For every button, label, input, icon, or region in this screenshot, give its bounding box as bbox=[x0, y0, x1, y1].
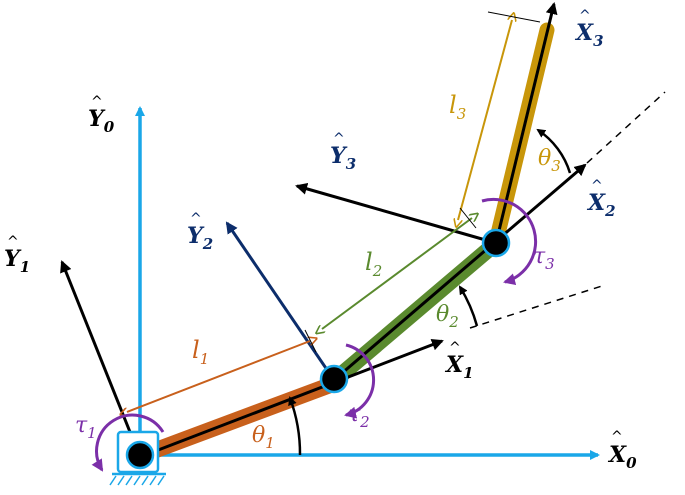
y2-label: Y2 bbox=[187, 223, 213, 253]
tau3-arc bbox=[481, 197, 538, 286]
theta1-label: θ1 bbox=[252, 423, 275, 452]
theta2-label: θ2 bbox=[436, 302, 459, 331]
tau2-label: τ2 bbox=[348, 402, 370, 431]
tau1-label: τ1 bbox=[75, 413, 97, 442]
joint-1 bbox=[125, 440, 155, 470]
theta1-arc bbox=[288, 396, 302, 456]
x2-hat: ^ bbox=[591, 178, 603, 194]
tau3-label: τ3 bbox=[533, 244, 555, 273]
y2-hat: ^ bbox=[190, 211, 202, 227]
tau1-arc bbox=[91, 413, 165, 472]
l1-dimension bbox=[127, 341, 310, 412]
x1-label: X1 bbox=[444, 352, 474, 382]
l2-tick bbox=[459, 207, 477, 229]
x3-axis bbox=[494, 2, 558, 244]
theta3-label: θ3 bbox=[538, 146, 561, 175]
link2-extension bbox=[586, 91, 666, 164]
y1-hat: ^ bbox=[7, 234, 19, 250]
joint-2 bbox=[319, 364, 349, 394]
y3-label: Y3 bbox=[330, 143, 356, 173]
x0-label: X0 bbox=[607, 442, 637, 472]
x3-hat: ^ bbox=[579, 8, 591, 24]
l1-tick bbox=[304, 329, 317, 353]
theta2-arc bbox=[458, 285, 479, 327]
l3-label: l3 bbox=[449, 91, 466, 123]
tau2-arc bbox=[344, 343, 376, 419]
theta3-arc bbox=[536, 128, 572, 174]
y1-label: Y1 bbox=[4, 246, 30, 276]
x3-label: X3 bbox=[574, 20, 604, 50]
y3-hat: ^ bbox=[333, 131, 345, 147]
joint-3 bbox=[481, 228, 511, 258]
l2-dimension bbox=[322, 218, 472, 329]
y2-axis bbox=[225, 221, 336, 381]
l3-tick bbox=[487, 11, 541, 23]
l1-label: l1 bbox=[192, 336, 209, 368]
x2-label: X2 bbox=[586, 190, 616, 220]
y0-label: Y0 bbox=[88, 106, 115, 136]
x1-hat: ^ bbox=[449, 340, 461, 356]
y1-axis bbox=[60, 260, 142, 458]
link1-extension bbox=[469, 284, 606, 329]
y3-axis bbox=[295, 182, 497, 245]
y0-hat: ^ bbox=[91, 94, 103, 110]
l3-dimension bbox=[458, 20, 512, 220]
l2-label: l2 bbox=[365, 248, 382, 280]
x0-hat: ^ bbox=[611, 429, 623, 445]
